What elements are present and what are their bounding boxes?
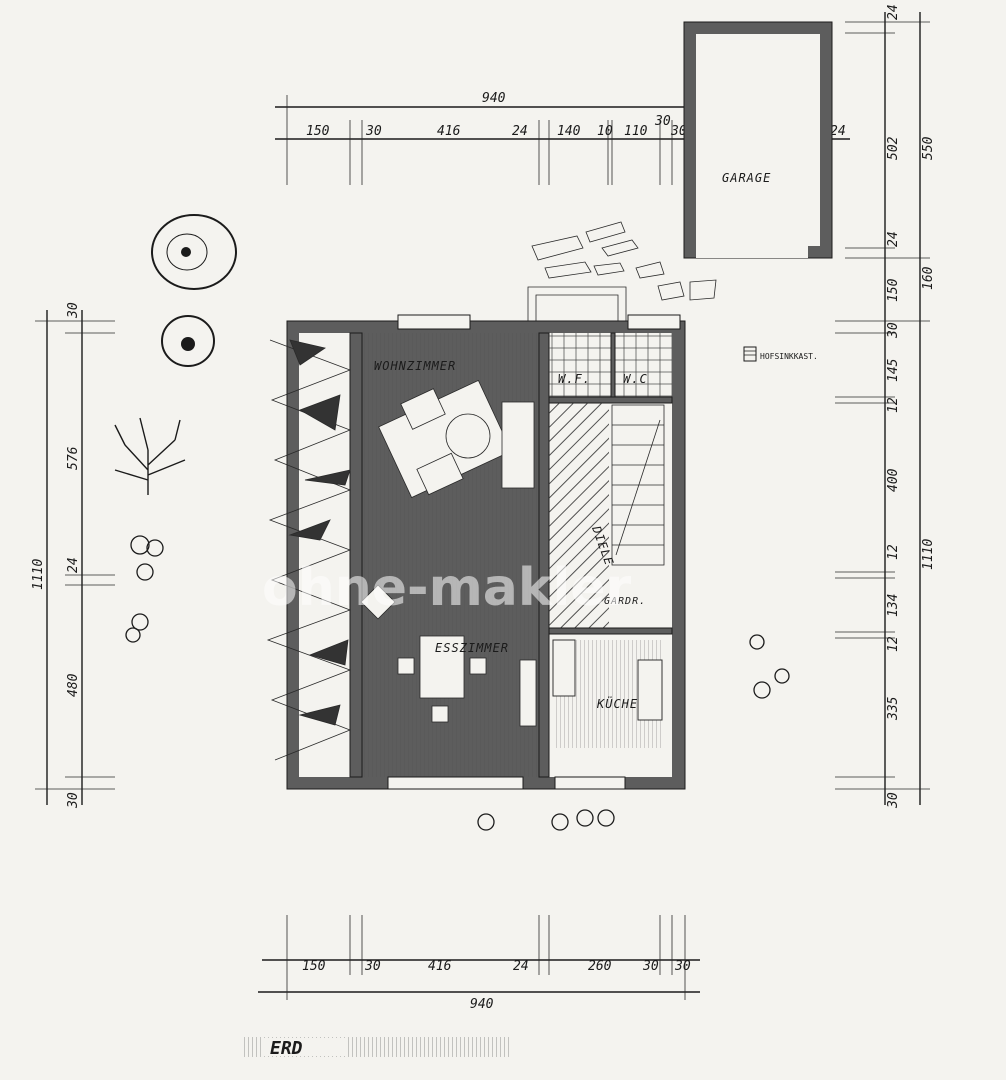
right-dim-3: 24 <box>886 231 901 247</box>
dining-table <box>397 635 537 727</box>
hofsinkkast-marker: HOFSINKKAST. <box>743 346 818 362</box>
right-dim-6: 30 <box>886 322 901 339</box>
left-dim-1: 30 <box>66 302 81 319</box>
hofsinkkast-label: HOFSINKKAST. <box>760 352 818 361</box>
watermark: ohne-makler <box>262 558 632 618</box>
right-dim-9: 400 <box>886 468 901 492</box>
wf-room <box>549 333 611 397</box>
floor-label: ERD <box>270 1038 303 1059</box>
top-dim-4: 24 <box>512 124 528 139</box>
left-dimension-chain: 1110 30 576 24 480 30 <box>31 302 115 809</box>
room-label-esszimmer: ESSZIMMER <box>435 641 509 655</box>
bottom-dim-3: 416 <box>428 959 452 974</box>
left-dim-5: 30 <box>66 792 81 809</box>
house: WOHNZIMMER ESSZIMMER KÜCHE DIELE W.F. W.… <box>286 314 686 790</box>
right-dim-5: 160 <box>921 266 936 290</box>
right-dim-4: 150 <box>886 278 901 302</box>
right-dim-11: 134 <box>886 594 901 617</box>
staircase <box>611 404 665 566</box>
top-dim-8: 30 <box>654 114 671 129</box>
right-dim-13: 335 <box>886 696 901 721</box>
garage-label: GARAGE <box>722 171 771 185</box>
diele-hall <box>549 403 609 628</box>
top-total-dim: 940 <box>482 91 506 106</box>
entrance-canopy <box>527 286 627 321</box>
right-dim-10: 12 <box>886 544 901 560</box>
top-dim-5: 140 <box>557 124 581 139</box>
room-label-wohnzimmer: WOHNZIMMER <box>374 359 456 373</box>
top-dim-12: 24 <box>830 124 846 139</box>
right-dim-8: 12 <box>886 397 901 413</box>
left-dim-2: 576 <box>66 446 81 470</box>
top-dim-1: 150 <box>306 124 330 139</box>
bottom-dim-7: 30 <box>674 959 691 974</box>
room-label-wc: W.C <box>623 372 648 386</box>
right-dim-7: 145 <box>886 358 901 382</box>
right-dim-14: 30 <box>886 792 901 809</box>
bare-tree-icon <box>114 417 186 495</box>
bottom-total-dim: 940 <box>470 997 494 1012</box>
right-dim-2: 502 <box>886 136 901 160</box>
top-dim-6: 10 <box>597 124 613 139</box>
right-dimension-chain: 550 1110 24 502 24 150 160 30 145 12 400… <box>835 4 936 809</box>
bottom-dim-5: 260 <box>588 959 612 974</box>
top-dim-3: 416 <box>437 124 461 139</box>
shrub-icon <box>161 315 215 367</box>
garden-elements <box>114 214 790 831</box>
right-total-dim-garage: 550 <box>921 136 936 160</box>
bottom-dim-6: 30 <box>642 959 659 974</box>
left-dim-4: 480 <box>66 673 81 697</box>
right-dim-12: 12 <box>886 636 901 652</box>
room-label-kueche: KÜCHE <box>596 695 638 711</box>
room-label-wf: W.F. <box>558 372 591 386</box>
top-dim-2: 30 <box>365 124 382 139</box>
left-total-dim: 1110 <box>31 559 46 590</box>
left-dim-3: 24 <box>66 557 81 573</box>
top-dim-7: 110 <box>624 124 648 139</box>
tree-top-icon <box>151 214 237 290</box>
floor-label-bar: ERD <box>242 1037 512 1059</box>
bottom-dimension-chain: 150 30 416 24 260 30 30 940 <box>258 915 700 1012</box>
flower-icons <box>125 535 790 831</box>
bottom-dim-4: 24 <box>513 959 529 974</box>
right-total-dim-house: 1110 <box>921 539 936 570</box>
terrace-pattern <box>266 339 352 761</box>
stepping-stones <box>531 221 717 301</box>
room-label-garderobe: GARDR. <box>604 596 646 607</box>
living-room-furniture <box>360 379 535 620</box>
bottom-dim-1: 150 <box>302 959 326 974</box>
garage: GARAGE <box>683 21 833 259</box>
top-dim-9: 30 <box>670 124 687 139</box>
wc-room <box>615 333 672 397</box>
bottom-dim-2: 30 <box>364 959 381 974</box>
right-dim-1: 24 <box>886 4 901 20</box>
